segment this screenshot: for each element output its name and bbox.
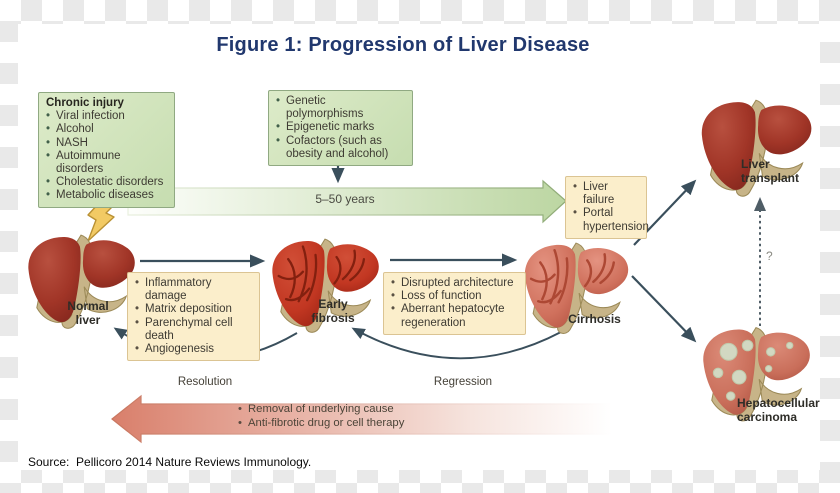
list-item: Parenchymal cell death <box>135 317 252 343</box>
list-item: Removal of underlying cause <box>238 403 448 417</box>
resolution-label: Resolution <box>177 376 233 388</box>
list-item: Portal hypertension <box>573 207 649 233</box>
normal-liver-label: Normal liver <box>67 299 109 327</box>
disease-modifiers-list: Genetic polymorphisms Epigenetic marks C… <box>276 95 405 161</box>
list-item: Loss of function <box>391 290 518 303</box>
list-item: Matrix deposition <box>135 303 252 316</box>
cirrhosis-features-list: Disrupted architecture Loss of function … <box>391 277 518 330</box>
figure-title: Figure 1: Progression of Liver Disease <box>216 34 590 56</box>
therapy-list: Removal of underlying cause Anti-fibroti… <box>238 403 448 430</box>
list-item: Disrupted architecture <box>391 277 518 290</box>
chronic-injury-box: Chronic injury Viral infection Alcohol N… <box>38 92 175 208</box>
list-item: Autoimmune disorders <box>46 150 167 176</box>
fibrogenesis-box: Inflammatory damage Matrix deposition Pa… <box>127 272 260 362</box>
list-item: Alcohol <box>46 123 167 136</box>
complications-box: Liver failure Portal hypertension <box>565 176 649 239</box>
disease-modifiers-box: Genetic polymorphisms Epigenetic marks C… <box>268 90 413 167</box>
therapy-arrow-text: Removal of underlying cause Anti-fibroti… <box>238 403 448 430</box>
list-item: Viral infection <box>46 110 167 123</box>
liver-transplant-label: Liver transplant <box>741 157 800 185</box>
cirrhosis-label: Cirrhosis <box>568 312 621 326</box>
list-item: Metabolic diseases <box>46 189 167 202</box>
transplant-liver-illustration <box>701 99 812 197</box>
list-item: Anti-fibrotic drug or cell therapy <box>238 417 448 431</box>
chronic-injury-list: Viral infection Alcohol NASH Autoimmune … <box>46 110 167 203</box>
source-citation: Source: Pellicoro 2014 Nature Reviews Im… <box>28 455 312 469</box>
list-item: Cholestatic disorders <box>46 176 167 189</box>
hepatocellular-carcinoma-label: Hepatocellular carcinoma <box>737 396 820 424</box>
list-item: NASH <box>46 137 167 150</box>
early-fibrosis-label: Early fibrosis <box>311 297 355 325</box>
cirrhosis-features-box: Disrupted architecture Loss of function … <box>383 272 526 335</box>
fibrogenesis-list: Inflammatory damage Matrix deposition Pa… <box>135 277 252 356</box>
list-item: Genetic polymorphisms <box>276 95 405 121</box>
uncertainty-question-mark: ? <box>766 249 773 263</box>
timeline-arrow-label: 5–50 years <box>315 192 375 206</box>
list-item: Liver failure <box>573 181 639 207</box>
list-item: Cofactors (such as obesity and alcohol) <box>276 135 405 161</box>
list-item: Epigenetic marks <box>276 121 405 134</box>
list-item: Angiogenesis <box>135 343 252 356</box>
list-item: Inflammatory damage <box>135 277 252 303</box>
complications-list: Liver failure Portal hypertension <box>573 181 649 234</box>
chronic-injury-title: Chronic injury <box>46 97 124 109</box>
list-item: Aberrant hepatocyte regeneration <box>391 303 518 329</box>
regression-label: Regression <box>433 376 493 388</box>
